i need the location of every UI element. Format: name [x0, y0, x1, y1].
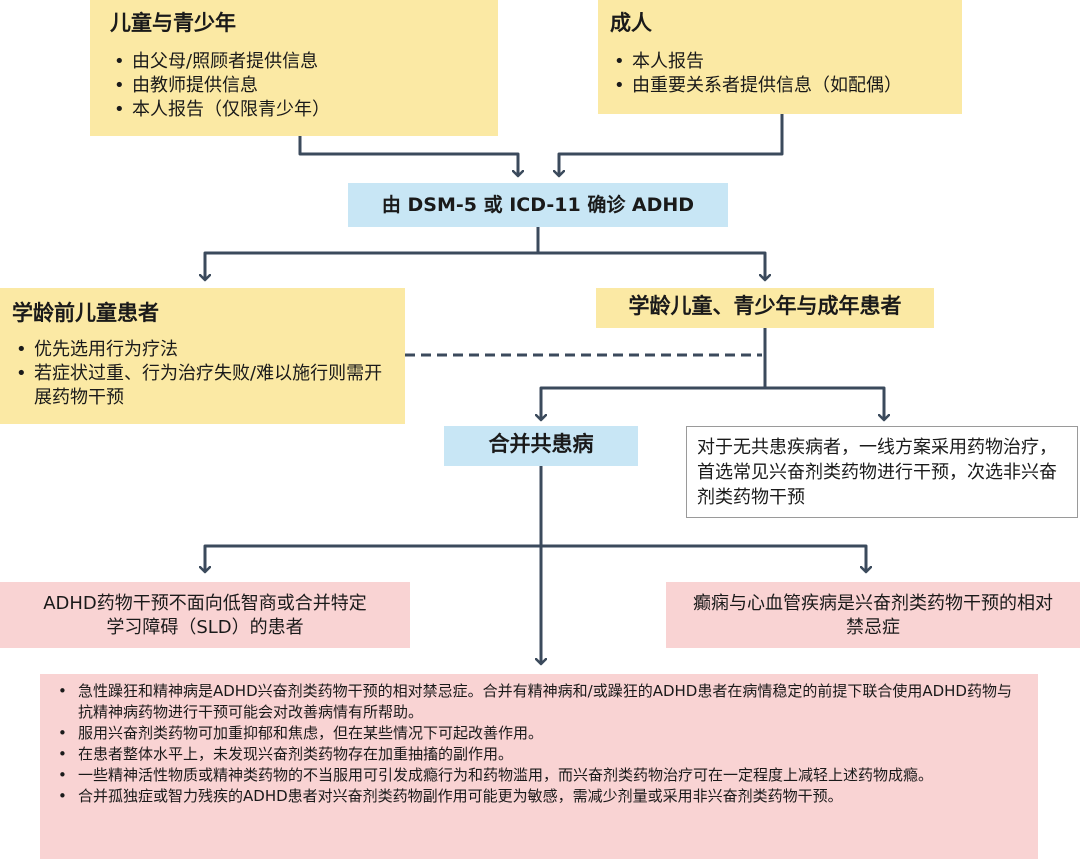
school-adult-box: 学龄儿童、青少年与成年患者 [596, 288, 934, 328]
children-adolescents-box: 儿童与青少年 由父母/照顾者提供信息 由教师提供信息 本人报告（仅限青少年） [90, 0, 498, 136]
list-item: 急性躁狂和精神病是ADHD兴奋剂类药物干预的相对禁忌症。合并有精神病和/或躁狂的… [50, 681, 1026, 723]
list-item: 优先选用行为疗法 [12, 338, 393, 362]
list-item: 本人报告 [610, 50, 942, 74]
list-item: 若症状过重、行为治疗失败/难以施行则需开展药物干预 [12, 362, 394, 410]
comorbidity-text: 合并共患病 [488, 432, 594, 456]
adult-box: 成人 本人报告 由重要关系者提供信息（如配偶） [598, 0, 962, 114]
arrow-comorbidity-to-right-note [541, 544, 866, 572]
low-iq-sld-text: ADHD药物干预不面向低智商或合并特定学习障碍（SLD）的患者 [43, 593, 367, 638]
diagnosis-box: 由 DSM-5 或 ICD-11 确诊 ADHD [348, 183, 728, 227]
no-comorbidity-text: 对于无共患疾病者，一线方案采用药物治疗，首选常见兴奋剂类药物进行干预，次选非兴奋… [697, 437, 1057, 508]
list-item: 由重要关系者提供信息（如配偶） [610, 74, 942, 98]
arrow-school-to-no-comorbidity [765, 386, 884, 420]
children-box-list: 由父母/照顾者提供信息 由教师提供信息 本人报告（仅限青少年） [110, 50, 478, 122]
arrow-children-to-diagnosis [298, 136, 518, 176]
adult-box-list: 本人报告 由重要关系者提供信息（如配偶） [610, 50, 942, 98]
diagnosis-text: 由 DSM-5 或 ICD-11 确诊 ADHD [381, 194, 695, 216]
arrow-diagnosis-to-preschool [205, 227, 540, 280]
comorbidity-considerations-box: 急性躁狂和精神病是ADHD兴奋剂类药物干预的相对禁忌症。合并有精神病和/或躁狂的… [40, 674, 1038, 859]
school-adult-box-title: 学龄儿童、青少年与成年患者 [628, 294, 902, 318]
list-item: 服用兴奋剂类药物可加重抑郁和焦虑，但在某些情况下可起改善作用。 [50, 723, 1026, 744]
preschool-box-list: 优先选用行为疗法 若症状过重、行为治疗失败/难以施行则需开展药物干预 [12, 338, 393, 410]
preschool-box-title: 学龄前儿童患者 [12, 301, 159, 325]
comorbidity-box: 合并共患病 [444, 426, 638, 466]
epilepsy-cardio-note: 癫痫与心血管疾病是兴奋剂类药物干预的相对禁忌症 [666, 582, 1080, 648]
considerations-list: 急性躁狂和精神病是ADHD兴奋剂类药物干预的相对禁忌症。合并有精神病和/或躁狂的… [50, 681, 1026, 807]
preschool-box: 学龄前儿童患者 优先选用行为疗法 若症状过重、行为治疗失败/难以施行则需开展药物… [0, 288, 405, 424]
list-item: 在患者整体水平上，未发现兴奋剂类药物存在加重抽搐的副作用。 [50, 744, 1026, 765]
list-item: 由父母/照顾者提供信息 [110, 50, 478, 74]
list-item: 合并孤独症或智力残疾的ADHD患者对兴奋剂类药物副作用可能更为敏感，需减少剂量或… [50, 786, 1026, 807]
list-item: 本人报告（仅限青少年） [110, 98, 478, 122]
epilepsy-cardio-text: 癫痫与心血管疾病是兴奋剂类药物干预的相对禁忌症 [693, 593, 1053, 638]
list-item: 一些精神活性物质或精神类药物的不当服用可引发成瘾行为和药物滥用，而兴奋剂类药物治… [50, 765, 1026, 786]
adult-box-title: 成人 [610, 11, 652, 35]
arrow-adult-to-diagnosis [559, 114, 784, 176]
no-comorbidity-note: 对于无共患疾病者，一线方案采用药物治疗，首选常见兴奋剂类药物进行干预，次选非兴奋… [686, 426, 1078, 518]
arrow-diagnosis-to-school [538, 251, 765, 280]
arrow-school-to-comorbidity [541, 328, 767, 420]
arrow-comorbidity-to-left-note [205, 466, 543, 572]
list-item: 由教师提供信息 [110, 74, 478, 98]
children-box-title: 儿童与青少年 [110, 11, 236, 35]
low-iq-sld-note: ADHD药物干预不面向低智商或合并特定学习障碍（SLD）的患者 [0, 582, 410, 648]
